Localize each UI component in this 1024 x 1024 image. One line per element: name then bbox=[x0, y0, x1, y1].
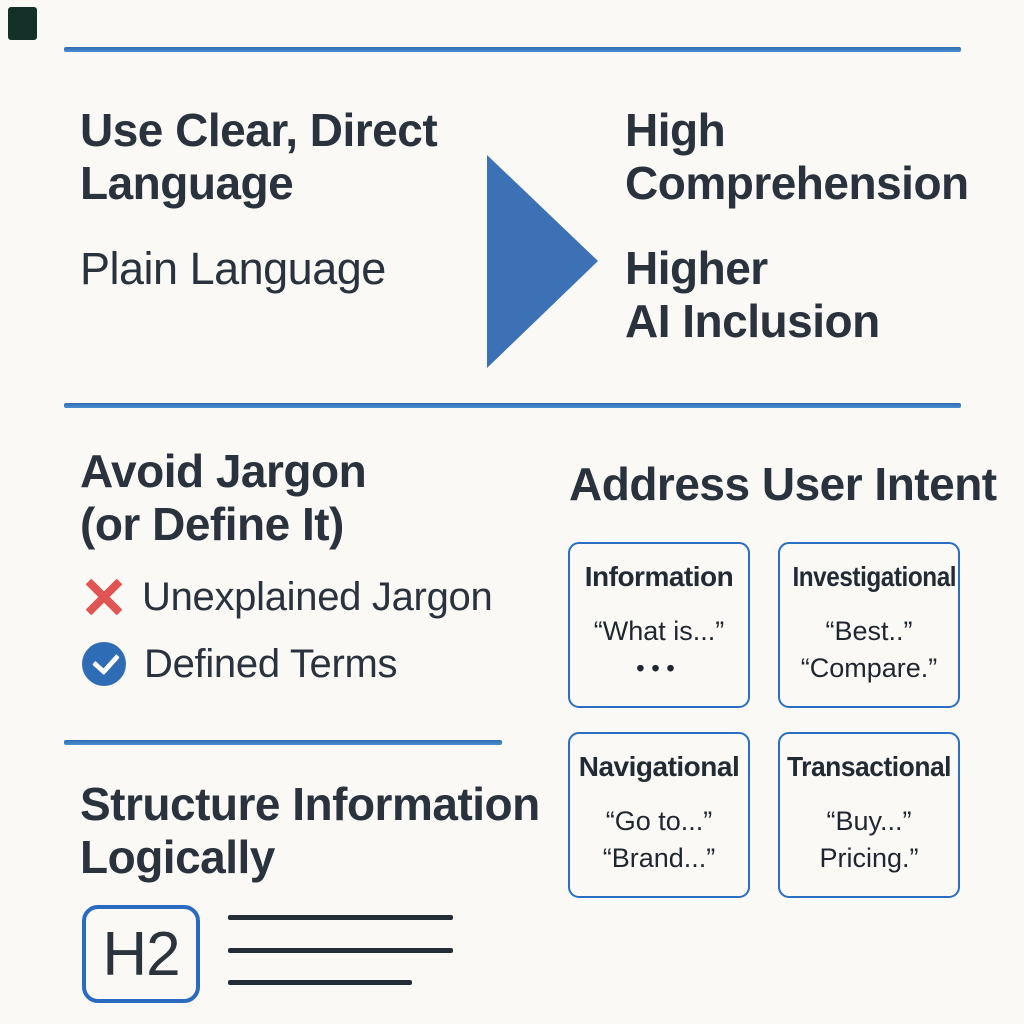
corner-mark bbox=[8, 7, 37, 40]
unexplained-jargon-label: Unexplained Jargon bbox=[142, 574, 493, 619]
card-example-query: “Go to...” bbox=[605, 806, 713, 836]
avoid-jargon-heading: Avoid Jargon (or Define It) bbox=[80, 445, 367, 550]
plain-language-label: Plain Language bbox=[80, 243, 386, 294]
intent-card-transactional: Transactional “Buy...” Pricing.” bbox=[778, 732, 960, 898]
card-example-query: “Buy...” bbox=[826, 806, 912, 836]
triangle-right-arrow-icon bbox=[487, 155, 598, 368]
middle-divider-line bbox=[64, 403, 961, 408]
intent-card-investigational: Investigational “Best..” “Compare.” bbox=[778, 542, 960, 708]
h2-tag-box: H2 bbox=[82, 905, 200, 1003]
x-icon bbox=[84, 577, 124, 617]
list-item: Defined Terms bbox=[82, 641, 398, 687]
card-example-query: ••• bbox=[636, 655, 682, 681]
skeleton-text-line bbox=[228, 980, 412, 985]
defined-terms-label: Defined Terms bbox=[144, 641, 398, 686]
card-title: Information bbox=[584, 561, 734, 592]
top-divider-line bbox=[64, 47, 961, 52]
intent-card-information: Information “What is...” ••• bbox=[568, 542, 750, 708]
higher-ai-inclusion-label: Higher AI Inclusion bbox=[625, 242, 880, 347]
intent-cards-grid: Information “What is...” ••• Investigati… bbox=[568, 542, 960, 898]
card-example-query: Pricing.” bbox=[819, 843, 919, 873]
high-comprehension-label: High Comprehension bbox=[625, 104, 969, 209]
skeleton-text-line bbox=[228, 948, 453, 953]
check-icon bbox=[82, 642, 126, 686]
skeleton-text-line bbox=[228, 915, 453, 920]
card-example-query: “What is...” bbox=[593, 616, 725, 646]
clear-language-heading: Use Clear, Direct Language bbox=[80, 104, 438, 209]
card-example-query: “Compare.” bbox=[800, 653, 938, 683]
card-example-query: “Best..” bbox=[825, 616, 913, 646]
structure-heading: Structure Information Logically bbox=[80, 778, 540, 883]
card-example-query: “Brand...” bbox=[602, 843, 716, 873]
h2-label: H2 bbox=[102, 919, 180, 989]
card-title: Navigational bbox=[578, 751, 740, 782]
card-title: Transactional bbox=[786, 751, 952, 782]
address-user-intent-heading: Address User Intent bbox=[569, 458, 997, 510]
intent-card-navigational: Navigational “Go to...” “Brand...” bbox=[568, 732, 750, 898]
list-item: Unexplained Jargon bbox=[84, 574, 493, 620]
bottom-divider-line bbox=[64, 740, 502, 745]
card-title: Investigational bbox=[792, 561, 957, 592]
